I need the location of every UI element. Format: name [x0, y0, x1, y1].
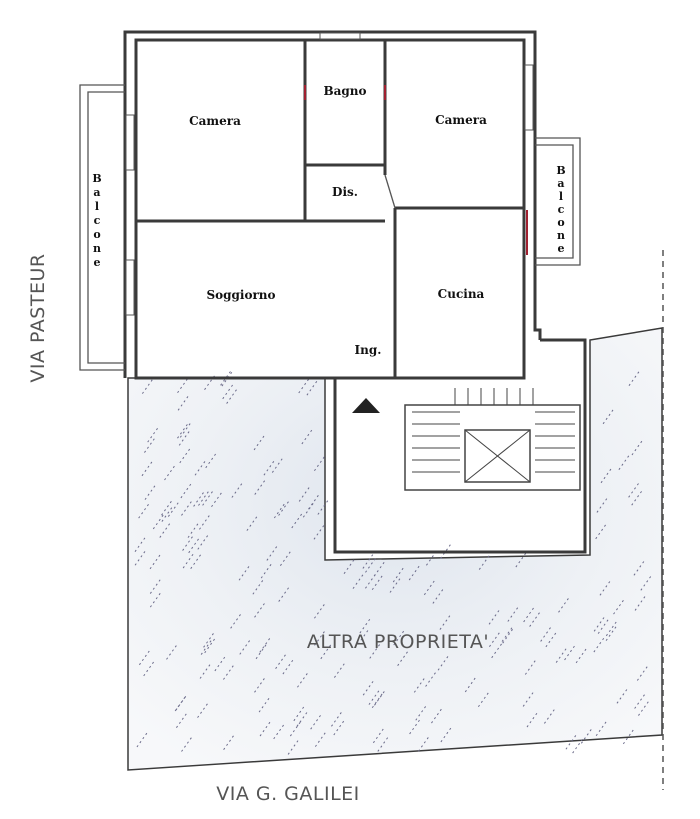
balcony-right-label: B a l c o n e: [556, 164, 565, 255]
svg-text:o: o: [557, 216, 564, 229]
room-label-ingresso: Ing.: [355, 343, 382, 357]
balcony-left: [79, 84, 125, 371]
svg-text:l: l: [559, 190, 563, 203]
room-label-camera-right: Camera: [435, 113, 487, 127]
staircase: [404, 388, 581, 491]
svg-text:c: c: [94, 214, 101, 227]
svg-text:n: n: [93, 242, 101, 255]
other-property-label: ALTRA PROPRIETA': [307, 631, 489, 653]
window-marks: [125, 32, 534, 316]
svg-text:B: B: [92, 172, 101, 185]
room-label-cucina: Cucina: [438, 287, 485, 301]
apartment-walls: [123, 30, 587, 554]
room-label-camera-left: Camera: [189, 114, 241, 128]
street-label-west: VIA PASTEUR: [27, 253, 49, 382]
room-label-dis: Dis.: [332, 185, 358, 199]
svg-text:a: a: [557, 177, 564, 190]
svg-text:e: e: [558, 242, 565, 255]
other-property-area: [127, 327, 663, 771]
svg-text:o: o: [93, 228, 100, 241]
room-label-soggiorno: Soggiorno: [206, 288, 275, 302]
stair-steps: [412, 388, 575, 473]
room-label-bagno: Bagno: [323, 84, 366, 98]
balcony-right: [535, 137, 581, 266]
svg-text:c: c: [558, 203, 565, 216]
street-label-south: VIA G. GALILEI: [216, 783, 360, 805]
entrance-arrow-icon: [352, 398, 380, 413]
svg-text:l: l: [95, 200, 99, 213]
svg-text:e: e: [94, 256, 101, 269]
svg-text:a: a: [93, 186, 100, 199]
balcony-left-label: B a l c o n e: [92, 172, 101, 269]
svg-text:B: B: [556, 164, 565, 177]
svg-text:n: n: [557, 229, 565, 242]
